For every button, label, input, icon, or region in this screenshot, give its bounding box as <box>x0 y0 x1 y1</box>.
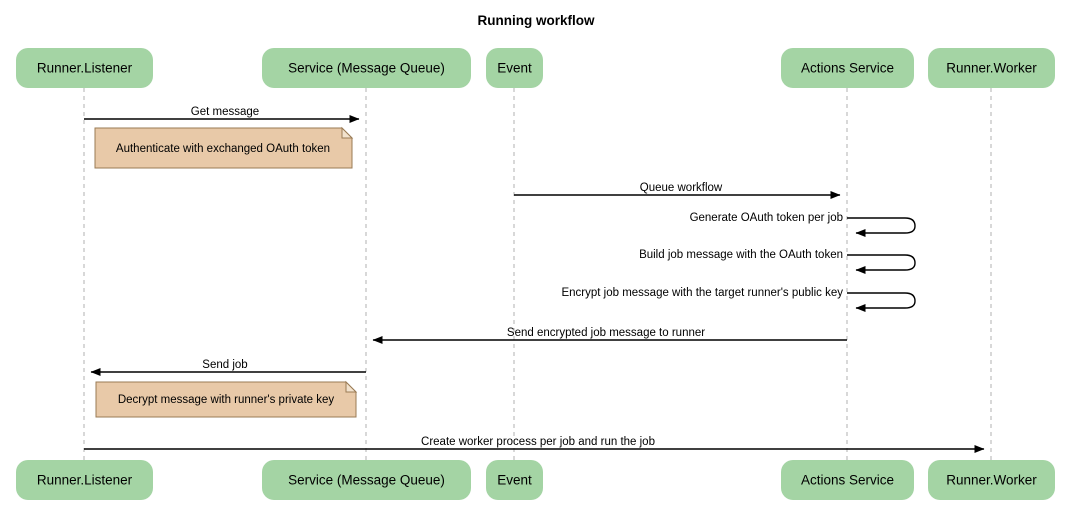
participant-footer-event[interactable]: Event <box>486 460 543 500</box>
participant-box-runner-listener[interactable] <box>16 48 153 88</box>
message-generate-oauth-token-per-job[interactable]: Generate OAuth token per job <box>690 212 916 237</box>
participant-event[interactable]: Event <box>486 48 543 88</box>
message-label-create-worker-process-per-job: Create worker process per job and run th… <box>421 436 655 448</box>
participant-label-footer-service-message-queue: Service (Message Queue) <box>288 473 445 488</box>
message-label-send-encrypted-job-message-to-runner: Send encrypted job message to runner <box>507 327 705 339</box>
message-get-message[interactable]: Get message <box>84 106 360 123</box>
participant-runner-worker[interactable]: Runner.Worker <box>928 48 1055 88</box>
participant-box-footer-runner-listener[interactable] <box>16 460 153 500</box>
message-label-encrypt-job-message-public-key: Encrypt job message with the target runn… <box>561 287 843 299</box>
participant-box-runner-worker[interactable] <box>928 48 1055 88</box>
message-encrypt-job-message-public-key[interactable]: Encrypt job message with the target runn… <box>561 287 916 312</box>
participant-box-service-message-queue[interactable] <box>262 48 471 88</box>
message-send-encrypted-job-message-to-runner[interactable]: Send encrypted job message to runner <box>372 327 847 344</box>
lifelines <box>83 88 992 460</box>
message-queue-workflow[interactable]: Queue workflow <box>514 182 841 199</box>
message-build-job-message-with-oauth-token[interactable]: Build job message with the OAuth token <box>639 249 916 274</box>
participant-box-footer-service-message-queue[interactable] <box>262 460 471 500</box>
notes: Authenticate with exchanged OAuth token … <box>94 126 358 418</box>
message-label-queue-workflow: Queue workflow <box>640 182 723 194</box>
message-label-send-job: Send job <box>202 359 247 371</box>
participant-label-runner-listener: Runner.Listener <box>37 61 133 76</box>
participant-footer-service-message-queue[interactable]: Service (Message Queue) <box>262 460 471 500</box>
participant-box-footer-runner-worker[interactable] <box>928 460 1055 500</box>
message-selfloop-generate-oauth-token-per-job[interactable] <box>847 217 916 237</box>
participant-actions-service[interactable]: Actions Service <box>781 48 914 88</box>
participant-service-message-queue[interactable]: Service (Message Queue) <box>262 48 471 88</box>
participants-header: Runner.Listener Service (Message Queue) … <box>16 48 1055 88</box>
participants-footer: Runner.Listener Service (Message Queue) … <box>16 460 1055 500</box>
participant-footer-actions-service[interactable]: Actions Service <box>781 460 914 500</box>
participant-footer-runner-listener[interactable]: Runner.Listener <box>16 460 153 500</box>
participant-label-actions-service: Actions Service <box>801 61 894 76</box>
note-fold-corner-icon <box>345 380 358 393</box>
participant-label-service-message-queue: Service (Message Queue) <box>288 61 445 76</box>
participant-label-event: Event <box>497 61 532 76</box>
message-selfloop-encrypt-job-message-public-key[interactable] <box>847 292 916 312</box>
note-label-decrypt-message-with-runners-private-key: Decrypt message with runner's private ke… <box>118 394 335 406</box>
participant-label-runner-worker: Runner.Worker <box>946 61 1037 76</box>
participant-footer-runner-worker[interactable]: Runner.Worker <box>928 460 1055 500</box>
note-body-decrypt-message-with-runners-private-key[interactable] <box>95 381 357 418</box>
message-selfloop-build-job-message-with-oauth-token[interactable] <box>847 254 916 274</box>
message-label-get-message: Get message <box>191 106 259 118</box>
participant-label-footer-runner-worker: Runner.Worker <box>946 473 1037 488</box>
participant-box-actions-service[interactable] <box>781 48 914 88</box>
participant-label-footer-event: Event <box>497 473 532 488</box>
note-fold-corner-icon <box>341 126 354 139</box>
participant-box-event[interactable] <box>486 48 543 88</box>
message-create-worker-process-per-job[interactable]: Create worker process per job and run th… <box>84 436 985 453</box>
page-title: Running workflow <box>478 13 595 28</box>
note-body-authenticate-with-exchanged-oauth-token[interactable] <box>94 127 353 169</box>
message-label-build-job-message-with-oauth-token: Build job message with the OAuth token <box>639 249 843 261</box>
note-decrypt-message-with-runners-private-key[interactable]: Decrypt message with runner's private ke… <box>95 380 358 418</box>
participant-box-footer-actions-service[interactable] <box>781 460 914 500</box>
message-label-generate-oauth-token-per-job: Generate OAuth token per job <box>690 212 843 224</box>
participant-runner-listener[interactable]: Runner.Listener <box>16 48 153 88</box>
messages: Get message Queue workflow Generate OAut… <box>84 106 985 453</box>
note-authenticate-with-exchanged-oauth-token[interactable]: Authenticate with exchanged OAuth token <box>94 126 354 169</box>
participant-label-footer-actions-service: Actions Service <box>801 473 894 488</box>
participant-label-footer-runner-listener: Runner.Listener <box>37 473 133 488</box>
participant-box-footer-event[interactable] <box>486 460 543 500</box>
note-label-authenticate-with-exchanged-oauth-token: Authenticate with exchanged OAuth token <box>116 143 330 155</box>
message-send-job[interactable]: Send job <box>90 359 366 376</box>
